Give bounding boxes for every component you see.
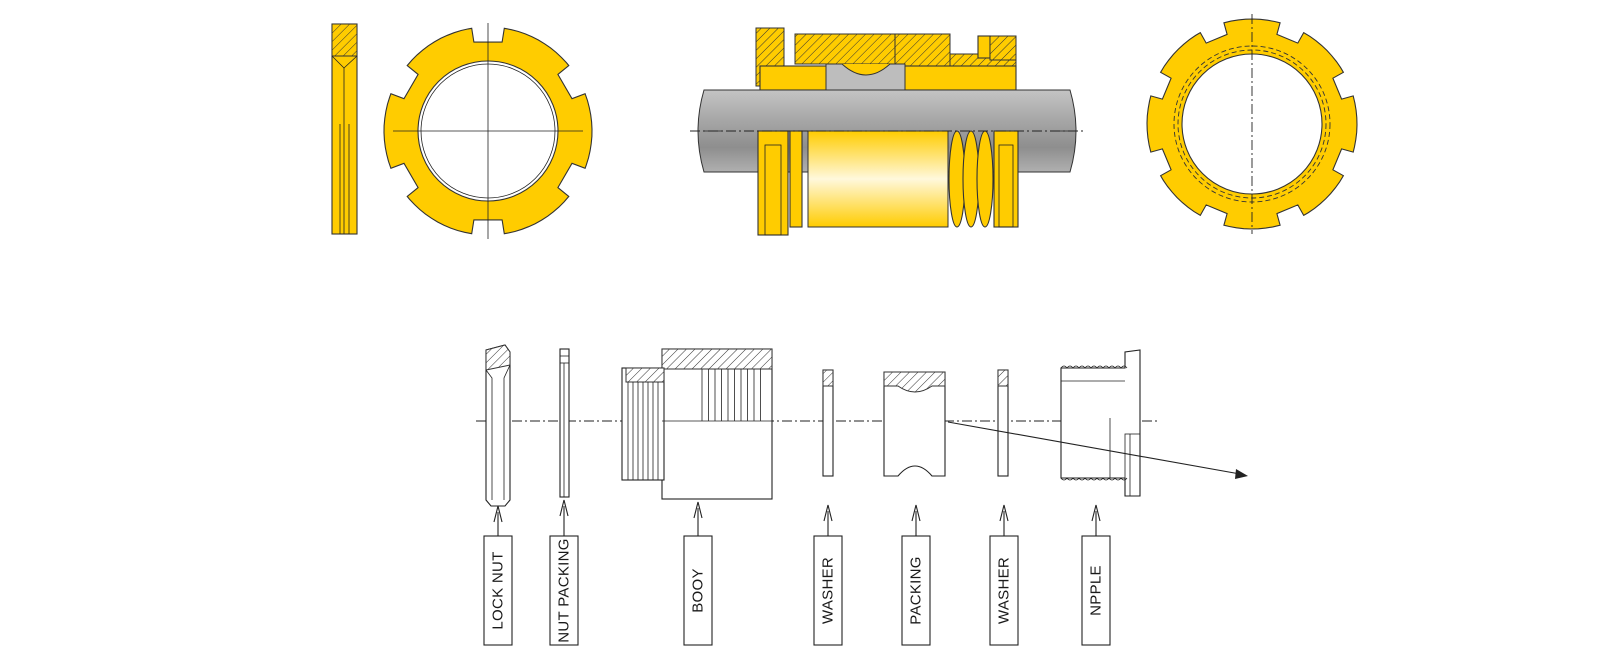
label-box-lock-nut	[483, 535, 513, 646]
assembled-gland-section	[690, 27, 1086, 236]
label-box-washer-1	[813, 535, 843, 646]
label-nipple: NPPLE	[1081, 504, 1111, 646]
lock-nut-front-view	[383, 23, 593, 239]
label-body: BOOY	[683, 501, 713, 646]
nipple-part	[1060, 349, 1141, 497]
lock-nut-part	[485, 344, 511, 507]
label-text-body: BOOY	[690, 568, 707, 613]
nipple-front-view	[1146, 14, 1358, 234]
label-text-packing: PACKING	[908, 556, 925, 625]
washer-1-part	[822, 369, 834, 477]
lock-nut-side-view	[331, 23, 358, 235]
label-box-nipple	[1081, 535, 1111, 646]
label-box-nut-packing	[549, 535, 579, 646]
direction-arrow	[947, 421, 1248, 479]
label-nut-packing: NUT PACKING	[549, 499, 579, 646]
nut-packing-part	[559, 348, 570, 498]
label-text-nut-packing: NUT PACKING	[556, 538, 573, 642]
label-box-packing	[901, 535, 931, 646]
label-text-washer-2: WASHER	[996, 557, 1013, 624]
label-text-nipple: NPPLE	[1088, 565, 1105, 616]
label-text-washer-1: WASHER	[820, 557, 837, 624]
packing-part	[883, 371, 946, 477]
label-box-washer-2	[989, 535, 1019, 646]
label-text-lock-nut: LOCK NUT	[490, 551, 507, 629]
label-box-body	[683, 535, 713, 646]
washer-2-part	[997, 369, 1009, 477]
label-packing: PACKING	[901, 504, 931, 646]
body-part	[621, 348, 773, 500]
label-lock-nut: LOCK NUT	[483, 505, 513, 646]
label-washer-2: WASHER	[989, 504, 1019, 646]
label-washer-1: WASHER	[813, 504, 843, 646]
